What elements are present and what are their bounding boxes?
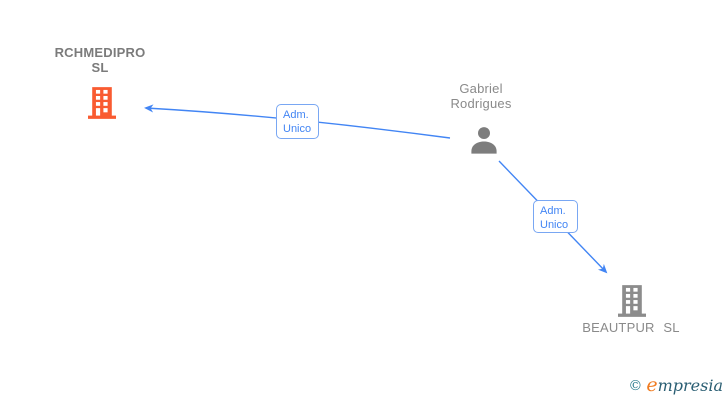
relation-label-line1: Adm. [540,205,566,217]
company-node-rchmedipro[interactable] [88,86,116,120]
building-icon [618,284,646,323]
building-icon [88,86,116,125]
company-name: BEAUTPUR SL [582,320,680,335]
company-name-line2: SL [91,60,109,75]
company-node-beautpur[interactable] [618,284,646,318]
person-name-line1: Gabriel [459,81,503,96]
brand-name: mpresia [657,376,723,395]
person-label-gabriel: Gabriel Rodrigues [411,81,551,111]
relation-label-line2: Unico [540,219,569,231]
company-label-rchmedipro: RCHMEDIPRO SL [30,45,170,75]
person-node-gabriel[interactable] [470,126,498,156]
relation-box-adm-unico-2: Adm. Unico [533,200,578,233]
brand-initial: e [646,374,658,396]
relation-label-line1: Adm. [283,109,309,121]
person-icon [470,126,498,161]
person-name-line2: Rodrigues [450,96,512,111]
company-label-beautpur: BEAUTPUR SL [556,320,706,335]
company-name-line1: RCHMEDIPRO [54,45,146,60]
empresia-logo[interactable]: ©empresia [628,374,723,396]
relation-label-line2: Unico [283,123,312,135]
relation-box-adm-unico-1: Adm. Unico [276,104,319,139]
copyright-icon: © [628,378,643,394]
